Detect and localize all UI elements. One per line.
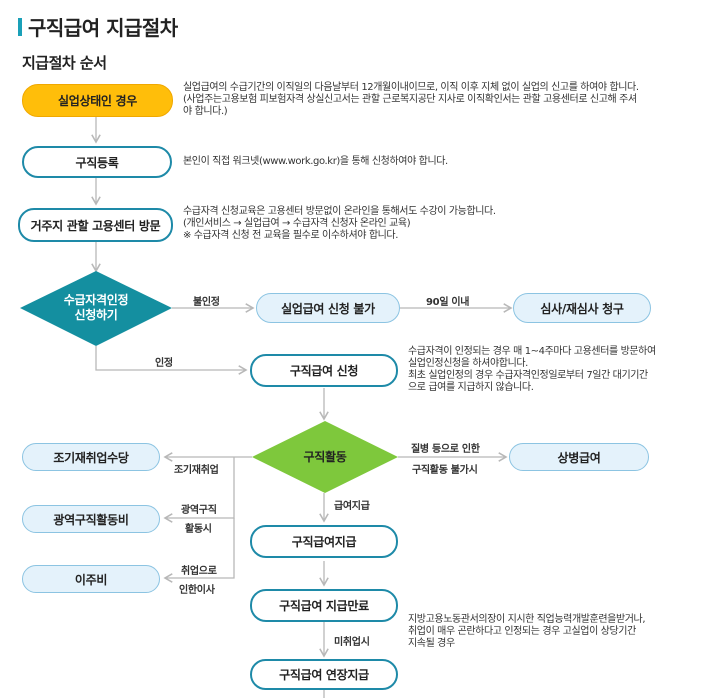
section-title: 지급절차 순서 [22, 54, 107, 72]
label-pay: 급여지급 [334, 501, 370, 512]
note-apply-line-4: 으로 급여를 지급하지 않습니다. [408, 382, 534, 393]
label-early: 조기재취업 [174, 465, 219, 476]
node-wide-area: 광역구직활동비 [22, 505, 160, 533]
note-end-line-2: 취업이 매우 곤란하다고 인정되는 경우 고실업이 상당기간 [408, 626, 636, 637]
label-approved: 인정 [155, 358, 173, 369]
job-activity-diamond [252, 421, 398, 493]
note-apply: 수급자격이 인정되는 경우 매 1~4주마다 고용센터를 방문하여 실업인정신청… [408, 346, 708, 394]
page-title: 구직급여 지급절차 [28, 16, 178, 40]
node-apply: 구직급여 신청 [250, 354, 398, 387]
note-center-visit-line-2: (개인서비스 → 실업급여 → 수급자격 신청자 온라인 교육) [183, 218, 411, 229]
node-unemployed: 실업상태인 경우 [22, 84, 173, 117]
label-sickness-2: 구직활동 불가시 [412, 465, 478, 476]
note-unemployed-line-1: 실업급여의 수급기간의 이직일의 다음날부터 12개월이내이므로, 이직 이후 … [183, 82, 639, 93]
node-job-register: 구직등록 [22, 146, 172, 178]
label-not-approved: 불인정 [193, 297, 220, 308]
note-job-register-line-1: 본인이 직접 워크넷(www.work.go.kr)을 통해 신청하여야 합니다… [183, 156, 448, 167]
node-extended: 구직급여 연장지급 [250, 659, 398, 690]
eligibility-label: 수급자격인정 신청하기 [40, 293, 152, 323]
arrow-relocation [163, 518, 235, 583]
node-center-visit: 거주지 관할 고용센터 방문 [18, 208, 173, 242]
note-center-visit-line-3: ※ 수급자격 신청 전 교육을 필수로 이수하셔야 합니다. [183, 230, 399, 241]
node-review: 심사/재심사 청구 [513, 293, 651, 323]
node-early-employment: 조기재취업수당 [22, 443, 160, 471]
note-unemployed: 실업급여의 수급기간의 이직일의 다음날부터 12개월이내이므로, 이직 이후 … [183, 82, 703, 118]
label-reloc-2: 인한이사 [179, 585, 215, 596]
note-apply-line-1: 수급자격이 인정되는 경우 매 1~4주마다 고용센터를 방문하여 [408, 346, 656, 357]
label-not-employed: 미취업시 [334, 637, 370, 648]
note-apply-line-2: 실업인정신청을 하셔야합니다. [408, 358, 528, 369]
label-within-90: 90일 이내 [426, 297, 470, 308]
note-job-register: 본인이 직접 워크넷(www.work.go.kr)을 통해 신청하여야 합니다… [183, 156, 683, 168]
eligibility-line-2: 신청하기 [74, 308, 118, 322]
label-sickness-1: 질병 등으로 인한 [411, 444, 480, 455]
note-center-visit-line-1: 수급자격 신청교육은 고용센터 방문없이 온라인을 통해서도 수강이 가능합니다… [183, 206, 496, 217]
arrow-approved [95, 346, 248, 375]
node-sickness: 상병급여 [509, 443, 649, 471]
eligibility-diamond [20, 271, 172, 346]
note-unemployed-line-3: 야 합니다.) [183, 106, 228, 117]
job-activity-label: 구직활동 [303, 450, 347, 464]
note-apply-line-3: 최초 실업인정의 경우 수급자격인정일로부터 7일간 대기기간 [408, 370, 648, 381]
label-wide-1: 광역구직 [181, 505, 217, 516]
title-accent-bar [18, 18, 22, 36]
note-center-visit: 수급자격 신청교육은 고용센터 방문없이 온라인을 통해서도 수강이 가능합니다… [183, 206, 683, 242]
note-end-line-1: 지방고용노동관서의장이 지시한 직업능력개발훈련을받거나, [408, 614, 646, 625]
node-relocation: 이주비 [22, 565, 160, 593]
note-unemployed-line-2: (사업주는고용보험 피보험자격 상실신고서는 관할 근로복지공단 지사로 이직확… [183, 94, 637, 105]
label-reloc-1: 취업으로 [181, 566, 217, 577]
note-end-line-3: 지속될 경우 [408, 638, 455, 649]
node-payment: 구직급여지급 [250, 525, 398, 558]
node-not-possible: 실업급여 신청 불가 [256, 293, 400, 323]
eligibility-line-1: 수급자격인정 [63, 293, 129, 307]
label-wide-2: 활동시 [185, 524, 212, 535]
note-end: 지방고용노동관서의장이 지시한 직업능력개발훈련을받거나, 취업이 매우 곤란하… [408, 614, 708, 650]
node-end: 구직급여 지급만료 [250, 589, 398, 622]
